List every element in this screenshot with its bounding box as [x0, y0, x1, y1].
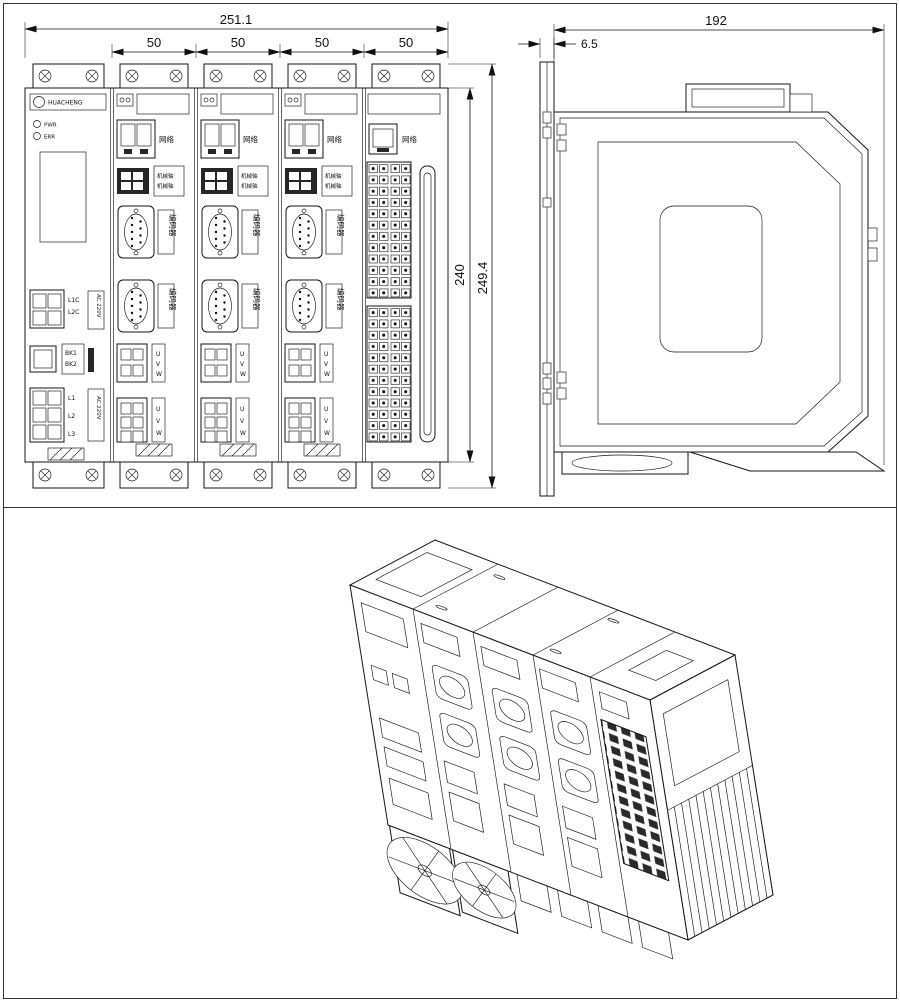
- brake-terminal: BK1 BK2: [29, 343, 94, 375]
- dim-total-width: 251.1: [220, 12, 253, 27]
- side-body-inner-line: [559, 117, 863, 447]
- iso-drive-strip-1: [421, 623, 493, 835]
- bottom-mounting-tabs: [32, 461, 441, 489]
- front-view: HUACHENG PWR ERR L1C L2C AC 220V: [24, 12, 496, 489]
- ac220v-label: AC 220V: [95, 396, 101, 420]
- isometric-view: [344, 540, 773, 1002]
- iso-drive-strip-3: [539, 669, 611, 881]
- l1-label: L1: [68, 395, 75, 402]
- network-label: 网络: [402, 134, 417, 144]
- dim-module-width-1: 50: [147, 35, 161, 50]
- error-led-icon: [33, 132, 41, 140]
- mains-terminal: L1 L2 L3 AC 220V: [29, 387, 105, 443]
- io-module: 网络: [366, 93, 441, 443]
- power-led-icon: [33, 120, 41, 128]
- dim-rail-thickness: 6.5: [581, 37, 598, 51]
- iso-front-face: [344, 583, 699, 1002]
- iso-top-label: [376, 552, 472, 596]
- control-power-terminal: L1C L2C AC 220V: [29, 289, 105, 330]
- bottom-fan-housing: [561, 451, 689, 475]
- dim-module-width-4: 50: [399, 35, 413, 50]
- power-led-label: PWR: [44, 123, 57, 129]
- bk1-label: BK1: [65, 350, 77, 357]
- iso-io-strip: [596, 691, 668, 881]
- plate-clips: [542, 111, 552, 405]
- dim-body-height: 240: [452, 264, 467, 286]
- top-connector-bump: [685, 83, 813, 113]
- l1c-label: L1C: [68, 297, 79, 304]
- side-body-outline: [553, 111, 869, 453]
- io-terminal-strip-1: [366, 161, 412, 299]
- iso-io-terminals: [601, 720, 669, 881]
- nameplate-area: [39, 151, 87, 243]
- l2c-label: L2C: [68, 309, 79, 316]
- dim-module-width-3: 50: [315, 35, 329, 50]
- side-left-details: [556, 123, 567, 400]
- logo-plate: [29, 93, 107, 111]
- l2-label: L2: [68, 413, 75, 420]
- rj45-port-icon: [368, 123, 398, 155]
- module-divider-lines: [110, 88, 366, 462]
- l3-label: L3: [68, 431, 75, 438]
- front-dimensions: 251.1 50 50 50 50 240 249.4: [24, 12, 496, 489]
- side-dimensions: 192 6.5: [518, 13, 885, 465]
- brand-logo-icon: [33, 96, 45, 108]
- page-border: [3, 3, 897, 999]
- power-supply-module: HUACHENG PWR ERR L1C L2C AC 220V: [29, 93, 107, 461]
- ac220v-label: AC 220V: [95, 294, 101, 318]
- top-mounting-tabs: [32, 63, 441, 89]
- error-led-label: ERR: [44, 135, 55, 141]
- io-terminal-strip-2: [366, 305, 412, 443]
- bk2-label: BK2: [65, 361, 77, 368]
- iso-drive-strip-2: [481, 646, 553, 858]
- side-view: 192 6.5: [518, 13, 886, 497]
- side-right-connectors: [867, 227, 878, 262]
- din-rail-latch: [689, 451, 886, 472]
- dim-depth: 192: [705, 13, 727, 28]
- side-label-area: [659, 205, 763, 353]
- iso-power-strip: [361, 603, 435, 821]
- iso-side-label: [663, 680, 739, 786]
- side-recessed-panel: [597, 141, 841, 425]
- iso-heatsink-face: [650, 655, 773, 940]
- dim-overall-height: 249.4: [475, 262, 490, 295]
- brand-logo-text: HUACHENG: [48, 100, 83, 107]
- dim-module-width-2: 50: [231, 35, 245, 50]
